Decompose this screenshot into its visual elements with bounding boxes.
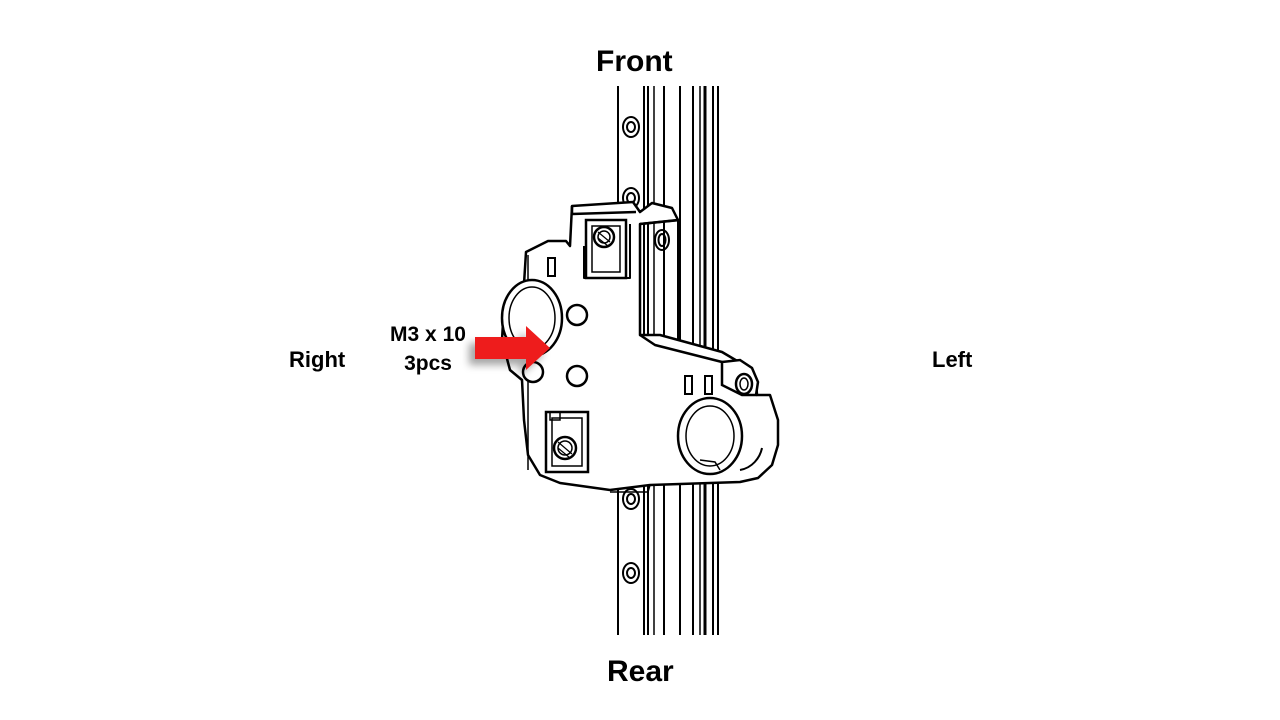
- slot-marks: [547, 257, 713, 395]
- top-nut-pocket: [584, 218, 628, 280]
- screw-hole-3: [565, 364, 589, 388]
- right-rod-clamp: [676, 358, 763, 476]
- screw-quantity-label: 3pcs: [404, 352, 452, 375]
- bottom-nut-pocket: [544, 410, 590, 474]
- top-right-hole: [654, 229, 670, 251]
- screw-spec-label: M3 x 10: [390, 323, 466, 346]
- direction-label-front: Front: [596, 45, 673, 78]
- screw-holes: [521, 303, 589, 388]
- direction-label-rear: Rear: [607, 655, 674, 688]
- screw-callout: M3 x 10 3pcs: [378, 320, 478, 378]
- screw-hole-1: [565, 303, 589, 327]
- direction-label-left: Left: [932, 347, 973, 372]
- red-arrow: [475, 326, 550, 370]
- arrow-shape: [475, 326, 550, 370]
- direction-label-right: Right: [289, 347, 346, 372]
